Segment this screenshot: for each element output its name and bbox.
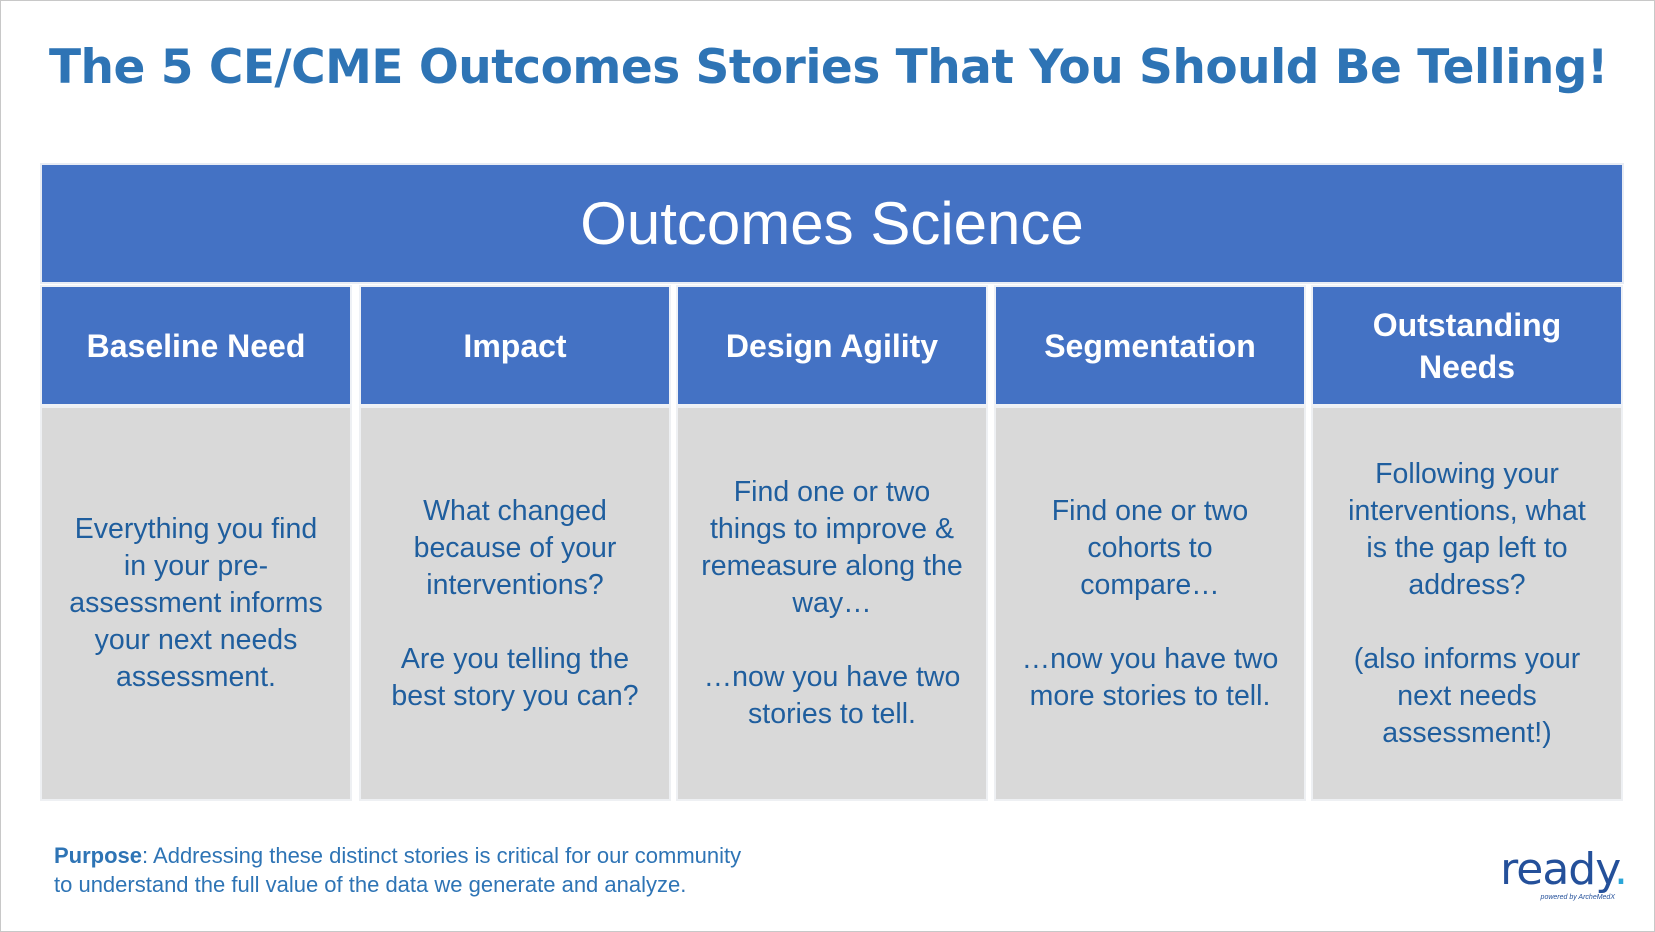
ready-logo: ready. powered by ArcheMedX bbox=[1487, 848, 1628, 906]
column-body-baseline-need: Everything you find in your pre-assessme… bbox=[42, 408, 350, 799]
slide-title: The 5 CE/CME Outcomes Stories That You S… bbox=[49, 40, 1608, 95]
column-body-text: …now you have two stories to tell. bbox=[703, 661, 961, 730]
logo-dot: . bbox=[1614, 844, 1628, 895]
column-body-text: …now you have two more stories to tell. bbox=[1021, 642, 1279, 712]
purpose-label: Purpose bbox=[54, 843, 143, 868]
purpose-statement: Purpose: Addressing these distinct stori… bbox=[54, 841, 741, 899]
logo-word: ready bbox=[1500, 844, 1615, 895]
column-heading-baseline-need: Baseline Need bbox=[42, 287, 350, 404]
column-heading-outstanding-needs: Outstanding Needs bbox=[1313, 287, 1621, 404]
column-heading-design-agility: Design Agility bbox=[678, 287, 986, 404]
column-body-impact: What changed because of your interventio… bbox=[361, 408, 669, 799]
column-heading-label: Segmentation bbox=[1044, 327, 1256, 364]
column-heading-label: Baseline Need bbox=[86, 327, 306, 364]
column-body-design-agility: Find one or two things to improve & reme… bbox=[678, 408, 986, 799]
column-body-text: Following your interventions, what is th… bbox=[1348, 457, 1586, 601]
column-heading-label: Impact bbox=[463, 327, 567, 364]
purpose-text-line2: to understand the full value of the data… bbox=[54, 872, 687, 897]
banner-label: Outcomes Science bbox=[580, 190, 1084, 257]
column-body-outstanding-needs: Following your interventions, what is th… bbox=[1313, 408, 1621, 799]
column-body-text: Everything you find in your pre-assessme… bbox=[69, 513, 323, 693]
purpose-text-line1: : Addressing these distinct stories is c… bbox=[142, 843, 742, 868]
column-heading-segmentation: Segmentation bbox=[996, 287, 1304, 404]
outcomes-science-banner: Outcomes Science bbox=[40, 163, 1624, 284]
column-heading-label: Design Agility bbox=[725, 327, 939, 364]
column-heading-impact: Impact bbox=[361, 287, 669, 404]
column-body-text: Find one or two things to improve & reme… bbox=[701, 476, 963, 619]
column-heading-label: Outstanding Needs bbox=[1372, 306, 1562, 385]
column-body-text: Are you telling the best story you can? bbox=[391, 642, 639, 712]
column-body-text: Find one or two cohorts to compare… bbox=[1051, 494, 1249, 601]
logo-tagline: powered by ArcheMedX bbox=[1540, 894, 1615, 901]
column-body-text: (also informs your next needs assessment… bbox=[1353, 642, 1581, 749]
column-body-text: What changed because of your interventio… bbox=[413, 494, 617, 601]
logo-wordmark: ready. bbox=[1487, 848, 1628, 892]
column-body-segmentation: Find one or two cohorts to compare… …now… bbox=[996, 408, 1304, 799]
